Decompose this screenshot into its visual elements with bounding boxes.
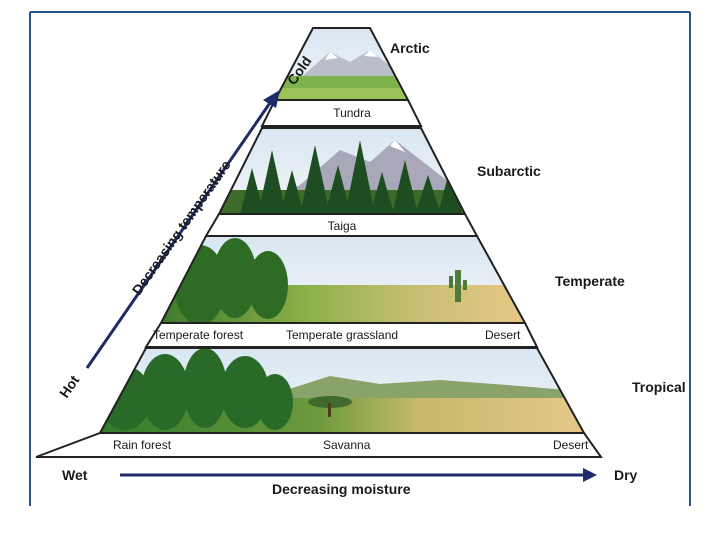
zone-label-arctic: Arctic [390,40,430,56]
biome-label-tundra: Tundra [320,106,384,120]
biome-label-temperate-desert: Desert [485,328,520,342]
moisture-axis-dry: Dry [614,467,637,483]
zone-label-subarctic: Subarctic [477,163,541,179]
biome-label-temperate-grassland: Temperate grassland [286,328,398,342]
moisture-arrow-head [583,468,597,482]
temperate-landscape-image [160,236,530,325]
biome-label-taiga: Taiga [310,219,374,233]
biome-label-savanna: Savanna [323,438,370,452]
zone-label-tropical: Tropical [632,379,686,395]
biome-label-rain-forest: Rain forest [113,438,171,452]
biome-label-temperate-forest: Temperate forest [153,328,243,342]
biome-label-tropical-desert: Desert [553,438,588,452]
moisture-axis-wet: Wet [62,467,87,483]
moisture-axis-label: Decreasing moisture [272,481,411,497]
zone-label-temperate: Temperate [555,273,625,289]
subarctic-landscape-image [215,128,470,214]
tropical-landscape-image [95,348,590,433]
